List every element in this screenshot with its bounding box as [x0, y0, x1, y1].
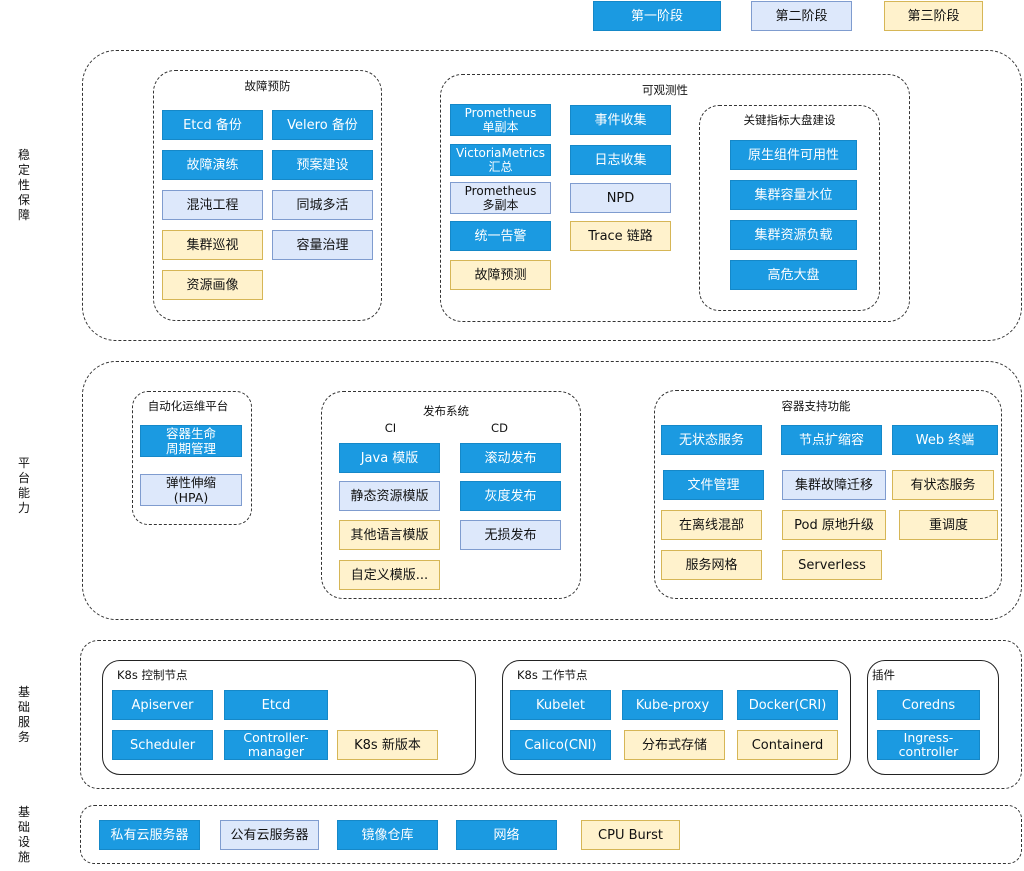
- chaos-engineering: 混沌工程: [162, 190, 263, 220]
- cd-label: CD: [491, 421, 508, 435]
- observability-group: [440, 74, 910, 322]
- high-risk-dashboard: 高危大盘: [730, 260, 857, 290]
- java-template: Java 模版: [339, 443, 440, 473]
- layer-label-base-service: 基础服务: [17, 685, 30, 744]
- npd: NPD: [570, 183, 671, 213]
- scheduler: Scheduler: [112, 730, 213, 760]
- fault-drill: 故障演练: [162, 150, 263, 180]
- coredns: Coredns: [877, 690, 980, 720]
- unified-alert: 统一告警: [450, 221, 551, 251]
- event-collect: 事件收集: [570, 105, 671, 135]
- victoriametrics-summary: VictoriaMetrics 汇总: [450, 144, 551, 176]
- k8s-worker-title: K8s 工作节点: [517, 668, 588, 682]
- k8s-worker-group: [502, 660, 851, 775]
- cluster-capacity-level: 集群容量水位: [730, 180, 857, 210]
- other-language-template: 其他语言模版: [339, 520, 440, 550]
- base-service-region: [80, 640, 1022, 789]
- ci-label: CI: [384, 421, 397, 435]
- serverless: Serverless: [782, 550, 882, 580]
- stateless-service: 无状态服务: [661, 425, 762, 455]
- layer-label-platform: 平台能力: [17, 456, 30, 515]
- lossless-release: 无损发布: [460, 520, 561, 550]
- web-terminal: Web 终端: [892, 425, 998, 455]
- public-cloud-server: 公有云服务器: [220, 820, 319, 850]
- custom-template: 自定义模版...: [339, 560, 440, 590]
- key-metrics-dashboard-group: [699, 105, 880, 311]
- trace-link: Trace 链路: [570, 221, 671, 251]
- rescheduling: 重调度: [899, 510, 998, 540]
- release-system-title: 发布系统: [423, 404, 469, 418]
- resource-profile: 资源画像: [162, 270, 263, 300]
- ops-platform-group: [132, 391, 252, 525]
- private-cloud-server: 私有云服务器: [99, 820, 200, 850]
- controller-manager: Controller- manager: [224, 730, 328, 760]
- prometheus-multi: Prometheus 多副本: [450, 182, 551, 214]
- gray-release: 灰度发布: [460, 481, 561, 511]
- fault-predict: 故障预测: [450, 260, 551, 290]
- etcd-backup: Etcd 备份: [162, 110, 263, 140]
- component-availability: 原生组件可用性: [730, 140, 857, 170]
- rolling-release: 滚动发布: [460, 443, 561, 473]
- containerd: Containerd: [737, 730, 838, 760]
- service-mesh: 服务网格: [661, 550, 762, 580]
- k8s-control-title: K8s 控制节点: [117, 668, 188, 682]
- container-lifecycle: 容器生命 周期管理: [140, 425, 242, 457]
- capacity-governance: 容量治理: [272, 230, 373, 260]
- legend-stage2: 第二阶段: [751, 1, 852, 31]
- container-support-group: [654, 390, 1002, 599]
- cluster-resource-load: 集群资源负载: [730, 220, 857, 250]
- layer-label-infra: 基础设施: [17, 805, 30, 864]
- release-system-group: [321, 391, 581, 599]
- prometheus-single: Prometheus 单副本: [450, 104, 551, 136]
- legend-stage3: 第三阶段: [884, 1, 983, 31]
- cpu-burst: CPU Burst: [581, 820, 680, 850]
- ingress-controller: Ingress- controller: [877, 730, 980, 760]
- cluster-inspect: 集群巡视: [162, 230, 263, 260]
- observability-title: 可观测性: [642, 83, 688, 97]
- image-registry: 镜像仓库: [337, 820, 438, 850]
- stability-region: [82, 50, 1022, 341]
- network: 网络: [456, 820, 557, 850]
- stateful-service: 有状态服务: [892, 470, 994, 500]
- distributed-storage: 分布式存储: [624, 730, 725, 760]
- plan-build: 预案建设: [272, 150, 373, 180]
- fault-prevention-group: [153, 70, 382, 321]
- velero-backup: Velero 备份: [272, 110, 373, 140]
- log-collect: 日志收集: [570, 145, 671, 175]
- kubelet: Kubelet: [510, 690, 611, 720]
- etcd: Etcd: [224, 690, 328, 720]
- kube-proxy: Kube-proxy: [622, 690, 723, 720]
- docker-cri: Docker(CRI): [737, 690, 838, 720]
- pod-inplace-upgrade: Pod 原地升级: [782, 510, 886, 540]
- apiserver: Apiserver: [112, 690, 213, 720]
- calico-cni: Calico(CNI): [510, 730, 611, 760]
- cluster-failover: 集群故障迁移: [782, 470, 886, 500]
- online-offline-colocation: 在离线混部: [661, 510, 762, 540]
- node-autoscaling: 节点扩缩容: [781, 425, 882, 455]
- ops-platform-title: 自动化运维平台: [147, 399, 229, 413]
- k8s-new-version: K8s 新版本: [337, 730, 438, 760]
- legend-stage1: 第一阶段: [593, 1, 721, 31]
- k8s-control-group: [102, 660, 476, 775]
- container-support-title: 容器支持功能: [781, 399, 851, 413]
- same-city-active: 同城多活: [272, 190, 373, 220]
- file-management: 文件管理: [663, 470, 764, 500]
- hpa-autoscaling: 弹性伸缩 (HPA): [140, 474, 242, 506]
- infra-region: [80, 805, 1022, 864]
- plugin-group: [867, 660, 999, 775]
- platform-region: [82, 361, 1022, 620]
- fault-prevention-title: 故障预防: [244, 79, 291, 93]
- key-metrics-dashboard-title: 关键指标大盘建设: [743, 113, 836, 127]
- static-resource-template: 静态资源模版: [339, 481, 440, 511]
- layer-label-stability: 稳定性保障: [17, 148, 30, 222]
- plugin-title: 插件: [872, 668, 895, 682]
